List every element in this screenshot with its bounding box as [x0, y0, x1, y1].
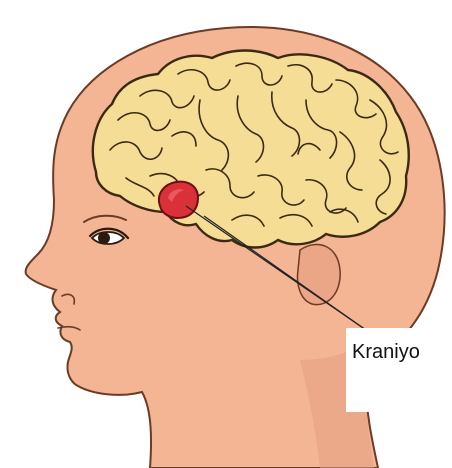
callout-label: Kraniyo [352, 341, 420, 363]
iris [98, 232, 110, 244]
label-backing-lower [346, 372, 376, 412]
ear [298, 244, 341, 304]
highlighted-brain-region [159, 182, 198, 218]
